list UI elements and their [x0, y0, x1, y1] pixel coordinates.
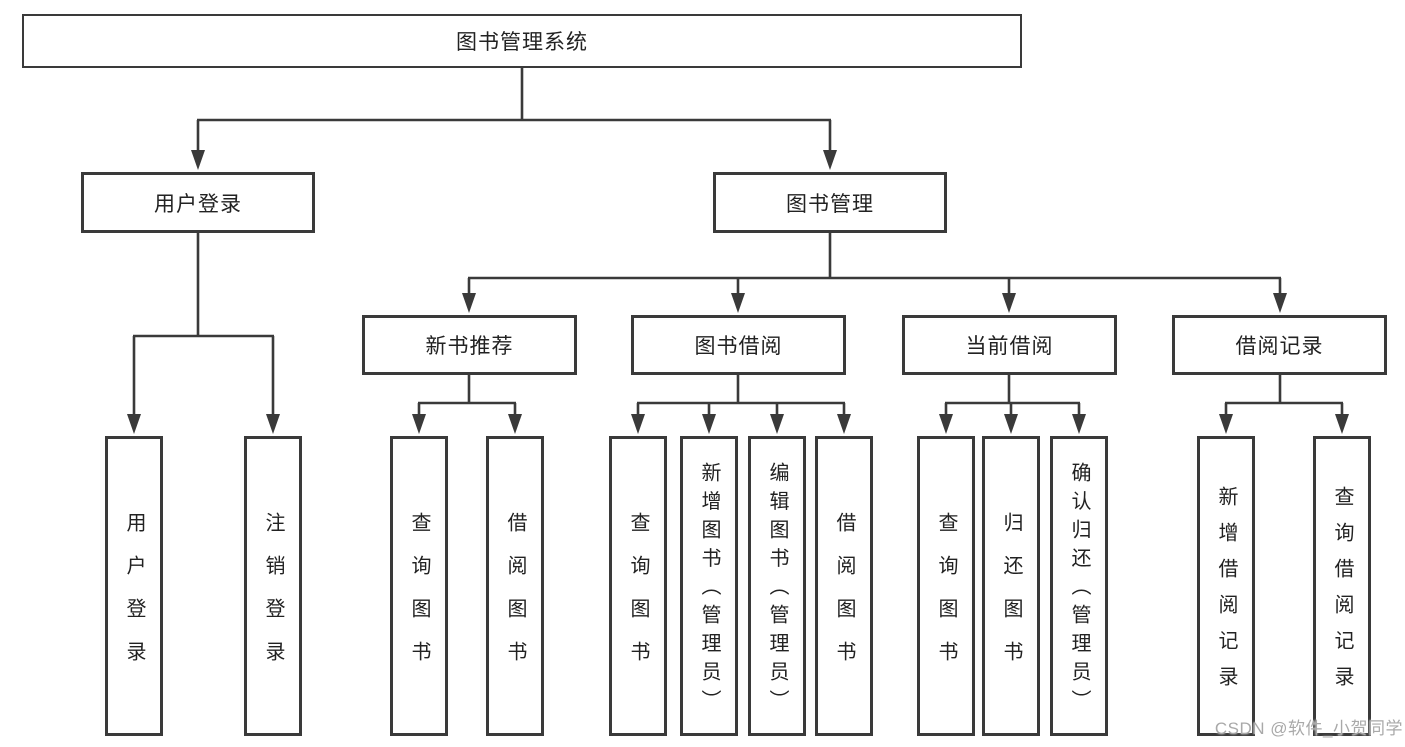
leaf-borrow-books-2: 借阅图书: [815, 436, 873, 736]
leaf-label: 查询图书: [408, 511, 430, 684]
leaf-label: 注销登录: [262, 511, 284, 684]
leaf-borrow-books-1: 借阅图书: [486, 436, 544, 736]
leaf-label: 查询图书: [935, 511, 957, 684]
leaf-query-books-3: 查询图书: [917, 436, 975, 736]
node-root: 图书管理系统: [22, 14, 1022, 68]
node-book-borrow: 图书借阅: [631, 315, 846, 375]
node-book-management: 图书管理: [713, 172, 947, 233]
leaf-label: 编辑图书（管理员）: [766, 462, 788, 718]
csdn-watermark: CSDN @软件_小贺同学: [1214, 719, 1403, 738]
leaf-label: 借阅图书: [504, 511, 526, 684]
node-user-login: 用户登录: [81, 172, 315, 233]
leaf-add-borrow-record: 新增借阅记录: [1197, 436, 1255, 736]
leaf-user-login: 用户登录: [105, 436, 163, 736]
leaf-label: 查询借阅记录: [1331, 486, 1353, 702]
leaf-query-books-1: 查询图书: [390, 436, 448, 736]
leaf-label: 新增借阅记录: [1215, 486, 1237, 702]
leaf-label: 借阅图书: [833, 511, 855, 684]
node-borrow-record: 借阅记录: [1172, 315, 1387, 375]
leaf-query-books-2: 查询图书: [609, 436, 667, 736]
leaf-label: 确认归还（管理员）: [1068, 462, 1090, 718]
leaf-add-book-admin: 新增图书（管理员）: [680, 436, 738, 736]
leaf-label: 用户登录: [123, 511, 145, 684]
leaf-confirm-return-admin: 确认归还（管理员）: [1050, 436, 1108, 736]
node-new-book-recommend: 新书推荐: [362, 315, 577, 375]
leaf-query-borrow-record: 查询借阅记录: [1313, 436, 1371, 736]
node-current-borrow: 当前借阅: [902, 315, 1117, 375]
leaf-logout: 注销登录: [244, 436, 302, 736]
leaf-label: 归还图书: [1000, 511, 1022, 684]
leaf-edit-book-admin: 编辑图书（管理员）: [748, 436, 806, 736]
leaf-label: 新增图书（管理员）: [698, 462, 720, 718]
leaf-return-book: 归还图书: [982, 436, 1040, 736]
leaf-label: 查询图书: [627, 511, 649, 684]
